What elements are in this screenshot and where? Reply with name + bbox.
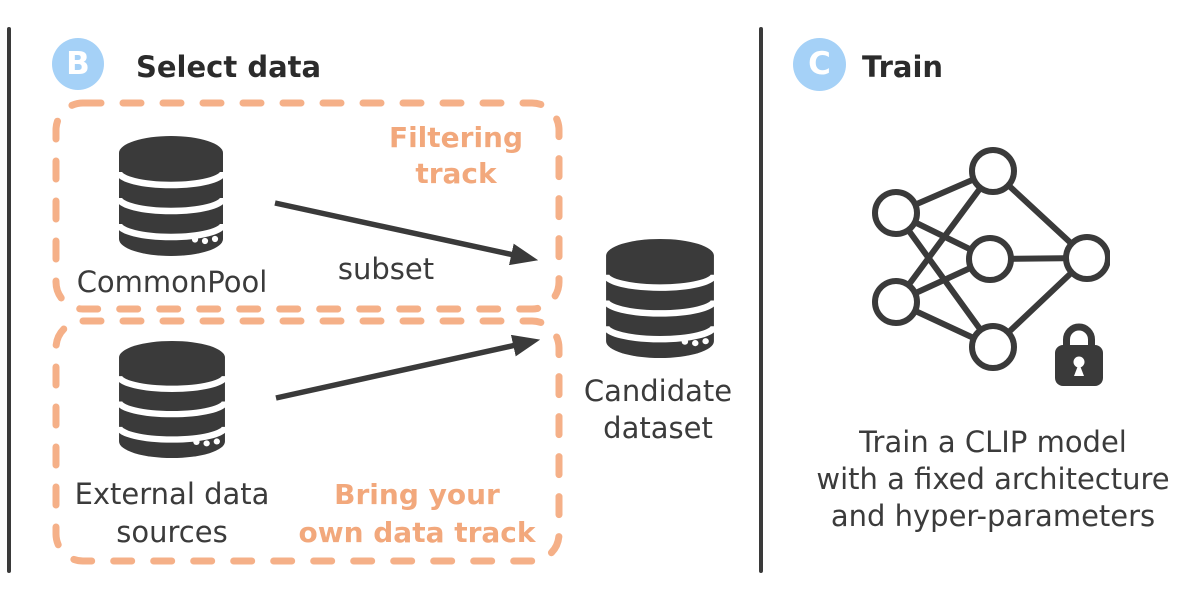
candidate-database-icon [604, 237, 716, 360]
commonpool-database-icon [117, 134, 225, 258]
train-caption-line1: Train a CLIP model [859, 425, 1127, 459]
step-c-badge: C [793, 38, 846, 91]
filtering-track-label-line1: Filtering [388, 121, 524, 154]
step-b-badge: B [52, 38, 104, 90]
step-b-badge-letter: B [66, 46, 90, 82]
subset-label: subset [337, 252, 435, 286]
candidate-dataset-label: Candidate dataset [538, 373, 778, 447]
left-border-line [7, 27, 11, 573]
external-sources-label-line1: External data [74, 477, 270, 511]
external-database-icon [117, 339, 227, 460]
filtering-track-label-line2: track [415, 157, 497, 190]
train-title: Train [862, 50, 944, 84]
section-divider-line [759, 27, 763, 573]
filtering-track-box [52, 99, 563, 313]
subset-arrow [274, 200, 539, 266]
byod-track-label-line1: Bring your [334, 478, 500, 511]
lock-icon [1052, 318, 1106, 388]
byod-track-label: Bring your own data track [292, 476, 542, 552]
filtering-track-label: Filtering track [356, 120, 556, 192]
step-c-badge-letter: C [808, 46, 831, 82]
select-data-title: Select data [136, 50, 322, 84]
byod-track-label-line2: own data track [298, 516, 536, 549]
external-sources-label-line2: sources [116, 515, 228, 549]
candidate-dataset-label-line1: Candidate [583, 374, 733, 408]
neural-network-icon [860, 136, 1110, 374]
candidate-dataset-label-line2: dataset [603, 411, 713, 445]
commonpool-label: CommonPool [76, 265, 268, 299]
external-sources-label: External data sources [52, 475, 292, 551]
train-caption: Train a CLIP model with a fixed architec… [793, 424, 1193, 535]
train-caption-line3: and hyper-parameters [830, 499, 1156, 533]
train-caption-line2: with a fixed architecture [816, 462, 1170, 496]
byod-arrow [275, 334, 541, 401]
